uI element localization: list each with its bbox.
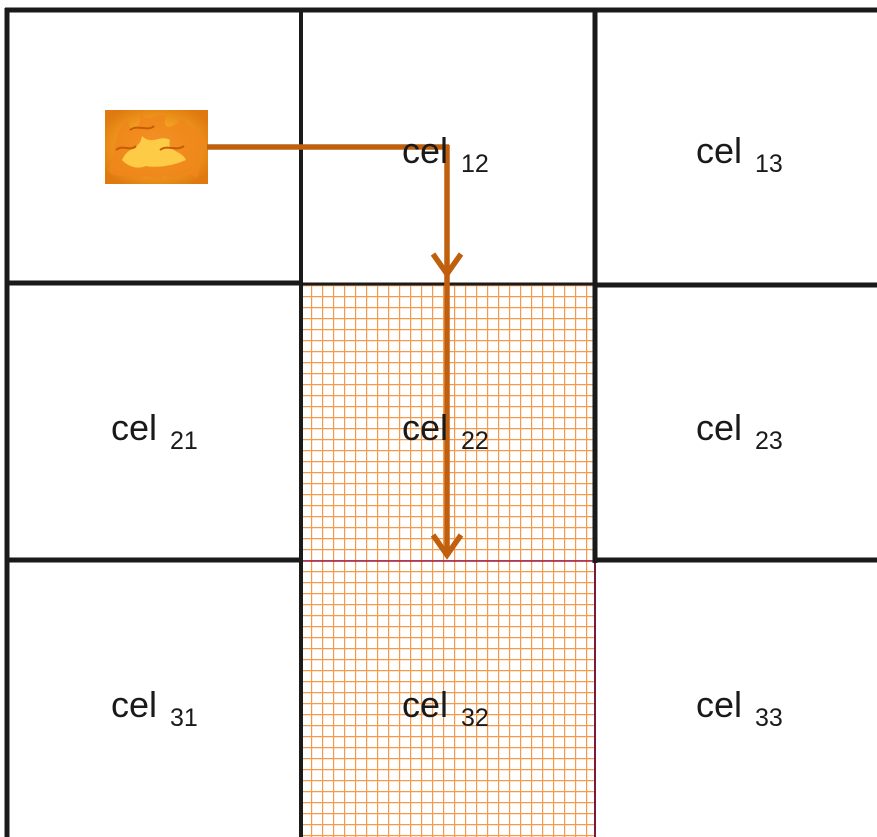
spread-arrow <box>207 144 464 560</box>
svg-text:cel: cel <box>696 130 742 171</box>
svg-text:21: 21 <box>170 427 198 455</box>
cell-label-13: cel 13 <box>696 130 783 178</box>
svg-text:cel: cel <box>402 130 448 171</box>
svg-text:22: 22 <box>461 427 489 455</box>
svg-text:12: 12 <box>461 150 489 178</box>
cell-label-23: cel 23 <box>696 407 783 455</box>
svg-text:33: 33 <box>755 704 783 732</box>
svg-text:31: 31 <box>170 704 198 732</box>
cell-label-21: cel 21 <box>111 407 198 455</box>
svg-text:32: 32 <box>461 704 489 732</box>
svg-text:cel: cel <box>402 407 448 448</box>
svg-text:cel: cel <box>696 684 742 725</box>
cell-label-33: cel 33 <box>696 684 783 732</box>
cell-label-22: cel 22 <box>402 407 489 455</box>
cell-label-31: cel 31 <box>111 684 198 732</box>
svg-text:23: 23 <box>755 427 783 455</box>
cell-label-12: cel 12 <box>402 130 489 178</box>
hatch-cell-32 <box>300 563 595 837</box>
arrow-head-2 <box>430 533 464 560</box>
svg-text:13: 13 <box>755 150 783 178</box>
svg-text:cel: cel <box>402 684 448 725</box>
cell-label-32: cel 32 <box>402 684 489 732</box>
arrow-head-1 <box>430 252 464 279</box>
svg-text:cel: cel <box>111 407 157 448</box>
svg-text:cel: cel <box>111 684 157 725</box>
fire-icon <box>105 110 208 184</box>
svg-text:cel: cel <box>696 407 742 448</box>
